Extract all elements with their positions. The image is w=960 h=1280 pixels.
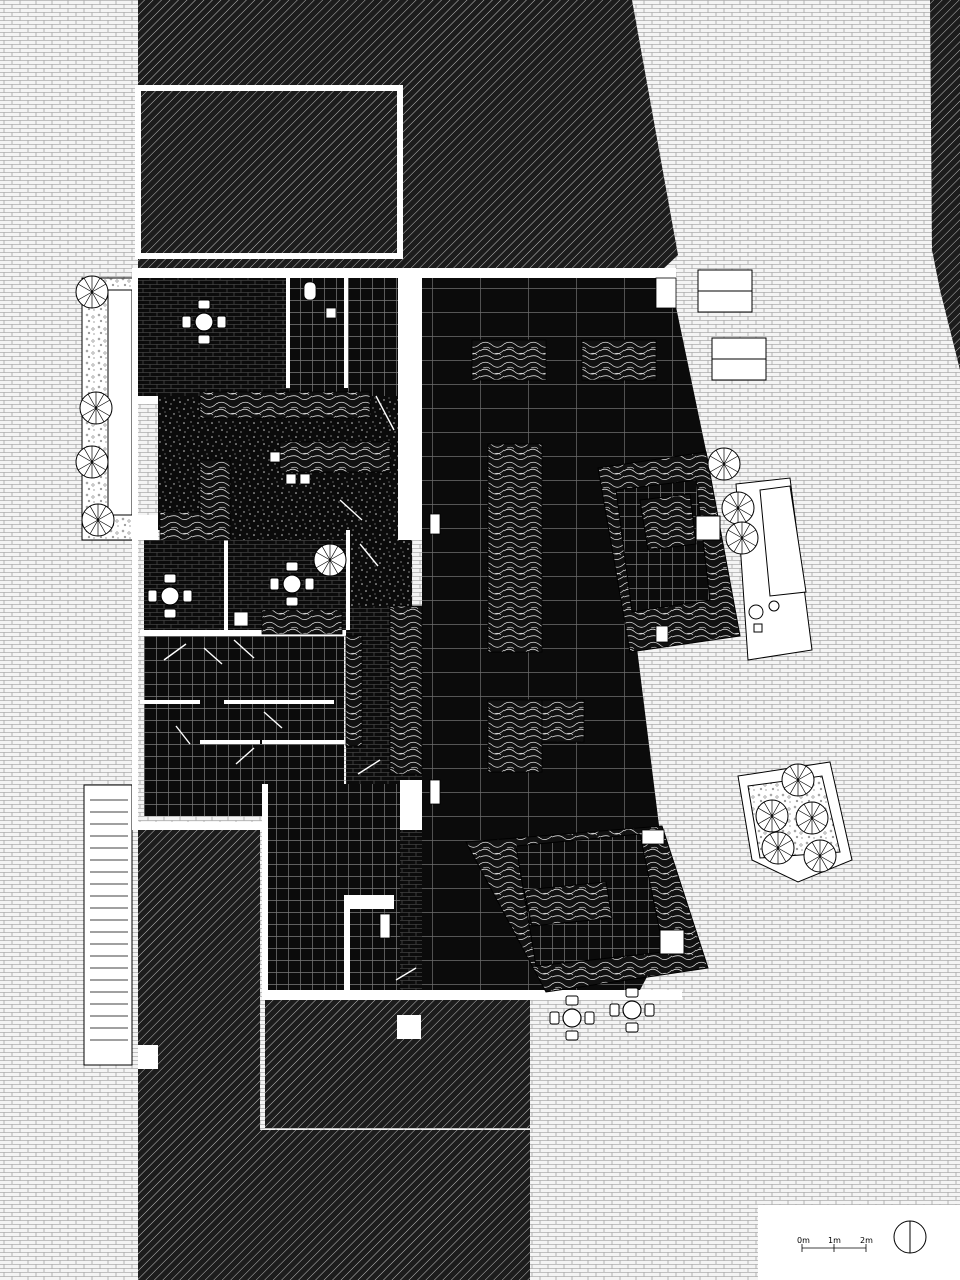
storage-top [348, 278, 398, 396]
staff-lounge [144, 540, 226, 630]
scale-bar [801, 1244, 867, 1252]
scale-label-0: 0m [797, 1236, 810, 1245]
scale-label-1: 1m [828, 1236, 841, 1245]
door-swings [163, 395, 417, 981]
fixtures [233, 277, 677, 939]
external-stair [83, 784, 133, 1066]
left-planter [75, 275, 135, 541]
walls [132, 268, 682, 1000]
neighbouring-buildings [135, 0, 960, 1280]
kitchen-room [265, 784, 400, 994]
north-arrow-icon [893, 1220, 927, 1254]
garden-bed [737, 761, 853, 883]
outdoor-furniture [697, 269, 813, 661]
wc-top [290, 278, 348, 396]
legend-box: 0m 1m 2m [758, 1205, 960, 1280]
office-room [138, 278, 290, 396]
terrace-planters [465, 451, 741, 993]
counters [159, 339, 657, 775]
scale-label-2: 2m [860, 1236, 873, 1245]
